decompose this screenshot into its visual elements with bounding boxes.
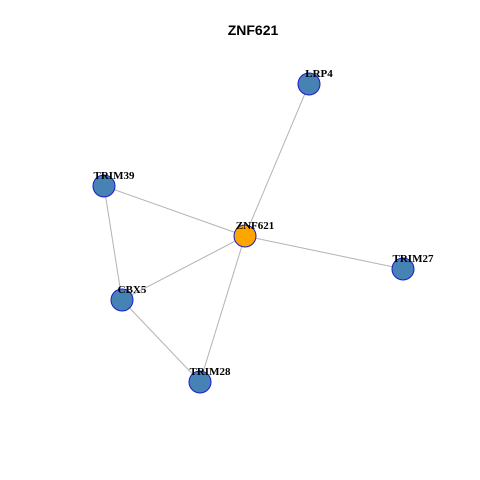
node-label-cbx5: CBX5	[118, 284, 147, 296]
edge-znf621-trim39	[103, 185, 246, 237]
edge-znf621-trim28	[199, 235, 246, 383]
node-cbx5: CBX5	[110, 284, 147, 312]
node-label-trim28: TRIM28	[190, 366, 231, 378]
edge-znf621-cbx5	[121, 235, 246, 301]
edge-znf621-lrp4	[244, 83, 310, 237]
node-trim28: TRIM28	[188, 366, 231, 394]
node-label-trim39: TRIM39	[94, 170, 135, 182]
edges-layer	[103, 83, 404, 383]
node-lrp4: LRP4	[297, 68, 333, 96]
node-circle-lrp4	[297, 72, 321, 96]
node-circle-trim39	[92, 174, 116, 198]
node-znf621: ZNF621	[233, 220, 275, 248]
node-circle-cbx5	[110, 288, 134, 312]
node-trim39: TRIM39	[92, 170, 135, 198]
node-circle-trim27	[391, 257, 415, 281]
node-circle-trim28	[188, 370, 212, 394]
diagram-title: ZNF621	[228, 22, 279, 38]
node-trim27: TRIM27	[391, 253, 434, 281]
node-label-lrp4: LRP4	[305, 68, 333, 80]
edge-trim39-cbx5	[103, 185, 123, 301]
node-label-trim27: TRIM27	[393, 253, 434, 265]
edge-cbx5-trim28	[121, 299, 201, 383]
node-label-znf621: ZNF621	[236, 220, 275, 232]
edge-znf621-trim27	[244, 235, 404, 270]
node-circle-znf621	[233, 224, 257, 248]
